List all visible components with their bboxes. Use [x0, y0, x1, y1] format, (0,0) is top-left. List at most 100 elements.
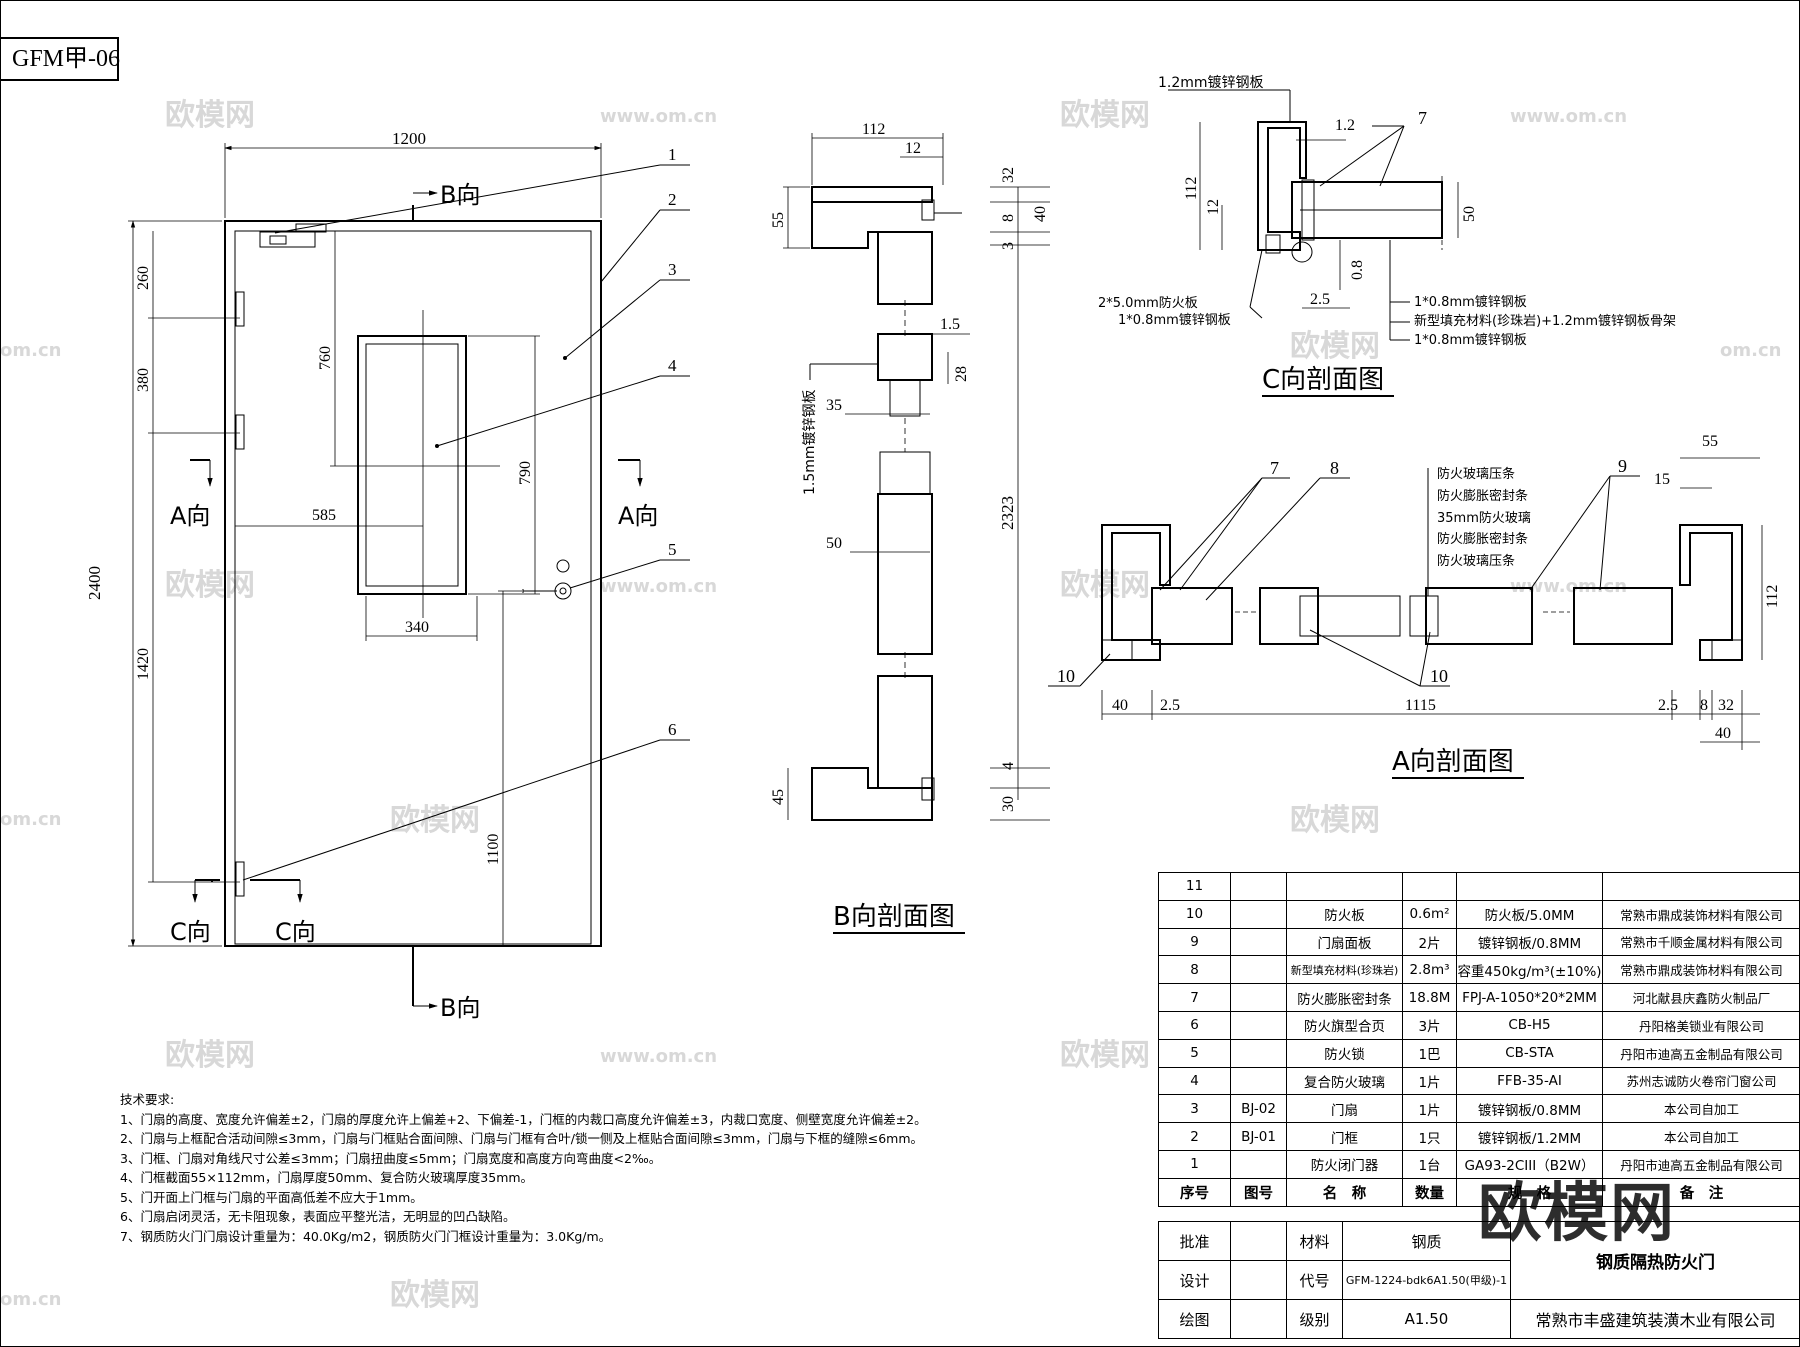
bom-drawing-no: [1230, 899, 1287, 929]
dim-35: 35: [826, 397, 842, 414]
balloon-5: 5: [668, 540, 677, 559]
door-leaf-outline: [234, 230, 592, 945]
dim-55: 55: [770, 212, 787, 228]
bom-qty: [1402, 872, 1457, 901]
a-section: 7 8 9 10 10 防火玻璃压条 防火膨胀密封条 35mm防火玻璃 防火膨胀…: [1048, 433, 1781, 779]
bom-header-cell: 规 格: [1456, 1177, 1603, 1207]
code-label: 代号: [1286, 1260, 1343, 1300]
bom-index: 6: [1158, 1010, 1231, 1040]
draw-label: 绘图: [1158, 1299, 1231, 1339]
bom-name: 防火板: [1286, 899, 1403, 929]
dim-1100: 1100: [485, 834, 502, 865]
watermark: 欧模网: [390, 1278, 480, 1313]
bom-name: 防火膨胀密封条: [1286, 983, 1403, 1012]
bom-name: 新型填充材料(珍珠岩): [1286, 955, 1403, 985]
dim-340: 340: [405, 619, 429, 636]
a-balloon-10-right: 10: [1430, 666, 1448, 686]
bom-drawing-no: [1230, 1010, 1287, 1040]
balloon-2: 2: [668, 190, 677, 209]
balloon-1: 1: [668, 145, 677, 164]
c-right-note-2: 新型填充材料(珍珠岩)+1.2mm镀锌钢板骨架: [1414, 313, 1676, 329]
design-sign: [1230, 1260, 1287, 1300]
leader-1: [274, 164, 661, 234]
a-dim-40b: 40: [1715, 725, 1731, 742]
bom-spec: 镀锌钢板/0.8MM: [1456, 1094, 1603, 1124]
dim-380: 380: [135, 368, 152, 392]
leader-10: [1309, 629, 1421, 687]
door-closer: [259, 231, 316, 248]
bom-header-cell: 备 注: [1602, 1177, 1800, 1207]
fire-glass-frame: [357, 335, 467, 595]
bom-spec: CB-STA: [1456, 1038, 1603, 1068]
bom-qty: 2.8m³: [1402, 955, 1457, 985]
c-dim-112: 112: [1183, 177, 1200, 200]
a-dim-112: 112: [1764, 585, 1781, 608]
leader-5: [569, 559, 661, 589]
bom-qty: 1片: [1402, 1066, 1457, 1096]
leaf-left: [1151, 587, 1233, 645]
bom-spec: GA93-2CIII（B2W）: [1456, 1149, 1603, 1179]
leaf-right: [1573, 587, 1673, 645]
hinge-bottom: [235, 861, 245, 897]
watermark-layer: 欧模网 www.om.cn 欧模网 www.om.cn om.cn 欧模网 om…: [0, 98, 1781, 1313]
glass-bead: [1409, 595, 1439, 637]
watermark: 欧模网: [1290, 329, 1380, 364]
glass-section: [889, 379, 921, 417]
dim-1420: 1420: [135, 648, 152, 680]
bom-name: 防火旗型合页: [1286, 1010, 1403, 1040]
a-dim-8: 8: [1700, 697, 1708, 714]
drawing-id: GFM甲-06: [12, 46, 120, 72]
dim-50: 50: [826, 535, 842, 552]
leaf-bottom-segment: [877, 675, 933, 789]
watermark: 欧模网: [165, 1038, 255, 1073]
leader-8: [1205, 477, 1321, 601]
frame-head-profile: [811, 187, 880, 249]
note-item: 4、门框截面55×112mm，门扇厚度50mm、复合防火玻璃厚度35mm。: [120, 1170, 534, 1185]
door-closer-body: [269, 235, 287, 245]
frame-head: [811, 186, 933, 203]
bom-qty: 1台: [1402, 1149, 1457, 1179]
bom-qty: 1片: [1402, 1094, 1457, 1124]
note-item: 7、钢质防火门门扇设计重量为：40.0Kg/m2，钢质防火门门框设计重量为：3.…: [120, 1228, 612, 1244]
c-right-note-3: 1*0.8mm镀锌钢板: [1414, 332, 1527, 348]
bom-remark: 丹阳市迪高五金制品有限公司: [1602, 1149, 1800, 1179]
bom-index: 10: [1158, 899, 1231, 929]
bom-remark: 常熟市鼎成装饰材料有限公司: [1602, 955, 1800, 985]
bom-drawing-no: [1230, 927, 1287, 957]
bom-header-cell: 数量: [1402, 1177, 1457, 1207]
watermark-logo: 欧模网: [1478, 1177, 1676, 1251]
bom-spec: 容重450kg/m³(±10%): [1456, 955, 1603, 985]
watermark: 欧模网: [1060, 568, 1150, 603]
bom-drawing-no: [1230, 1066, 1287, 1096]
a-dim-40a: 40: [1112, 697, 1128, 714]
dim-12: 12: [905, 140, 921, 157]
bom-remark: [1602, 872, 1800, 901]
seal-strip: [921, 199, 935, 221]
glass-pane-left: [1299, 595, 1401, 637]
hinge-middle: [235, 414, 245, 450]
bom-remark: 常熟市千顺金属材料有限公司: [1602, 927, 1800, 957]
glass-note-4: 防火膨胀密封条: [1437, 531, 1528, 547]
approve-sign: [1230, 1221, 1287, 1261]
bom-remark: 本公司自加工: [1602, 1122, 1800, 1151]
leader-left-note: [1249, 306, 1263, 319]
bom-name: 门框: [1286, 1122, 1403, 1151]
bom-drawing-no: BJ-01: [1230, 1122, 1287, 1151]
dim-40: 40: [1032, 206, 1049, 222]
leader-7: [1379, 125, 1405, 187]
glass-note-2: 防火膨胀密封条: [1437, 488, 1528, 504]
watermark: om.cn: [1720, 340, 1781, 361]
watermark: om.cn: [0, 340, 61, 361]
bom-index: 7: [1158, 983, 1231, 1012]
leader-7: [1179, 477, 1263, 591]
watermark: 欧模网: [165, 568, 255, 603]
grade-value: A1.50: [1342, 1299, 1511, 1339]
product-name: 钢质隔热防火门: [1510, 1221, 1800, 1300]
design-label: 设计: [1158, 1260, 1231, 1300]
